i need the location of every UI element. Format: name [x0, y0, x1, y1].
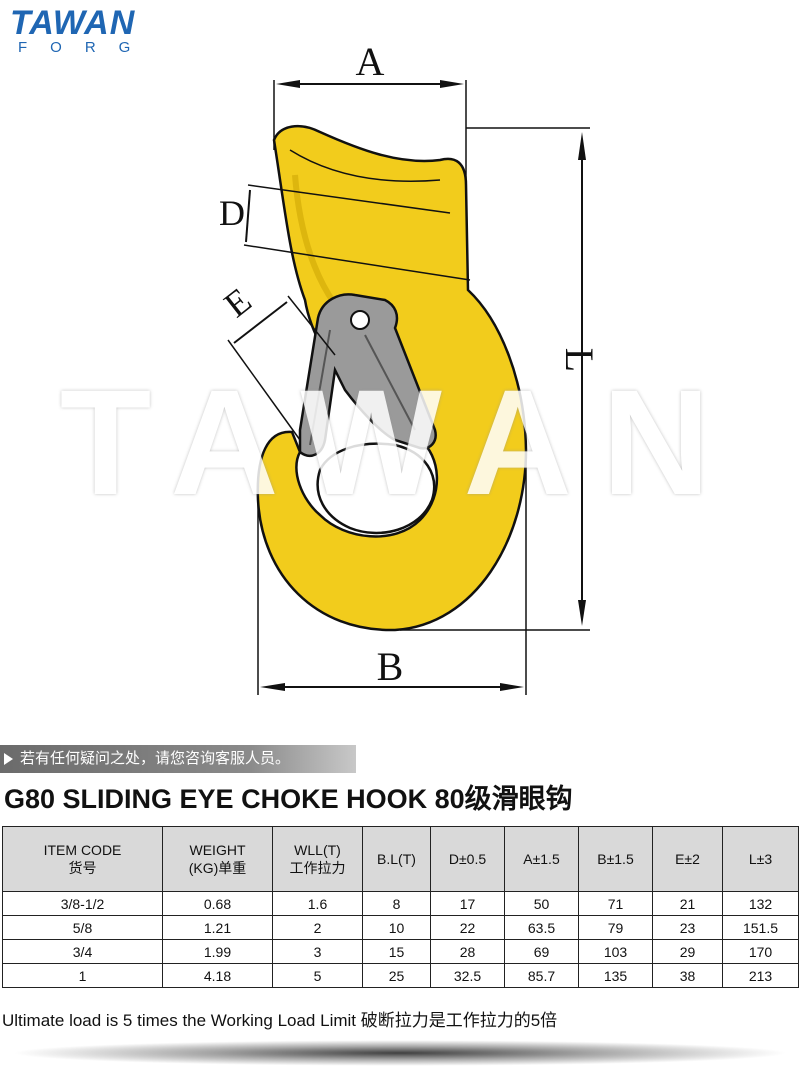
decorative-shadow — [10, 1040, 790, 1066]
cell-d: 28 — [430, 939, 505, 964]
cell-bl: 8 — [362, 891, 431, 916]
table-row: 1 4.18 5 25 32.5 85.7 135 38 213 — [2, 963, 799, 988]
cell-bl: 25 — [362, 963, 431, 988]
table-row: 3/8-1/2 0.68 1.6 8 17 50 71 21 132 — [2, 891, 799, 916]
header-bl: B.L(T) — [362, 826, 431, 892]
cell-weight: 0.68 — [162, 891, 273, 916]
cell-wll: 5 — [272, 963, 363, 988]
cell-e: 21 — [652, 891, 723, 916]
logo-subtext: FORG — [18, 39, 154, 56]
arrow-right-icon — [4, 753, 13, 765]
cell-d: 32.5 — [430, 963, 505, 988]
header-wll: WLL(T)工作拉力 — [272, 826, 363, 892]
dim-label-e: E — [217, 280, 259, 325]
hook-throat — [316, 442, 436, 535]
cell-bl: 10 — [362, 915, 431, 940]
dim-label-l: L — [557, 348, 602, 372]
cell-wll: 1.6 — [272, 891, 363, 916]
header-e: E±2 — [652, 826, 723, 892]
cell-l: 213 — [722, 963, 799, 988]
cell-l: 132 — [722, 891, 799, 916]
table-row: 5/8 1.21 2 10 22 63.5 79 23 151.5 — [2, 915, 799, 940]
cell-b: 103 — [578, 939, 653, 964]
dim-label-d: D — [219, 193, 245, 233]
header-l: L±3 — [722, 826, 799, 892]
logo-wordmark: TAWAN — [10, 4, 136, 42]
latch — [298, 293, 437, 457]
ultimate-load-note: Ultimate load is 5 times the Working Loa… — [2, 1011, 558, 1030]
cell-weight: 1.21 — [162, 915, 273, 940]
cell-a: 85.7 — [504, 963, 579, 988]
table-row: 3/4 1.99 3 15 28 69 103 29 170 — [2, 939, 799, 964]
cell-item-code: 5/8 — [2, 915, 163, 940]
cell-weight: 4.18 — [162, 963, 273, 988]
cell-wll: 3 — [272, 939, 363, 964]
cell-item-code: 3/8-1/2 — [2, 891, 163, 916]
cell-a: 50 — [504, 891, 579, 916]
cell-e: 38 — [652, 963, 723, 988]
hook-dimension-drawing: A L B D E — [217, 39, 602, 695]
cell-wll: 2 — [272, 915, 363, 940]
cell-a: 63.5 — [504, 915, 579, 940]
cell-b: 71 — [578, 891, 653, 916]
latch-pivot — [350, 310, 370, 330]
cell-b: 79 — [578, 915, 653, 940]
cell-l: 170 — [722, 939, 799, 964]
header-d: D±0.5 — [430, 826, 505, 892]
cell-d: 22 — [430, 915, 505, 940]
cell-e: 23 — [652, 915, 723, 940]
cell-e: 29 — [652, 939, 723, 964]
cell-l: 151.5 — [722, 915, 799, 940]
header-weight: WEIGHT(KG)单重 — [162, 826, 273, 892]
dim-label-a: A — [356, 39, 385, 84]
cell-d: 17 — [430, 891, 505, 916]
header-a: A±1.5 — [504, 826, 579, 892]
cell-a: 69 — [504, 939, 579, 964]
notice-bar: 若有任何疑问之处，请您咨询客服人员。 — [0, 745, 356, 773]
product-title: G80 SLIDING EYE CHOKE HOOK 80级滑眼钩 — [4, 784, 573, 814]
cell-weight: 1.99 — [162, 939, 273, 964]
cell-b: 135 — [578, 963, 653, 988]
cell-bl: 15 — [362, 939, 431, 964]
brand-logo: TAWAN FORG — [10, 6, 170, 58]
notice-text: 若有任何疑问之处，请您咨询客服人员。 — [20, 750, 291, 767]
header-b: B±1.5 — [578, 826, 653, 892]
cell-item-code: 1 — [2, 963, 163, 988]
dim-label-b: B — [377, 644, 404, 689]
cell-item-code: 3/4 — [2, 939, 163, 964]
